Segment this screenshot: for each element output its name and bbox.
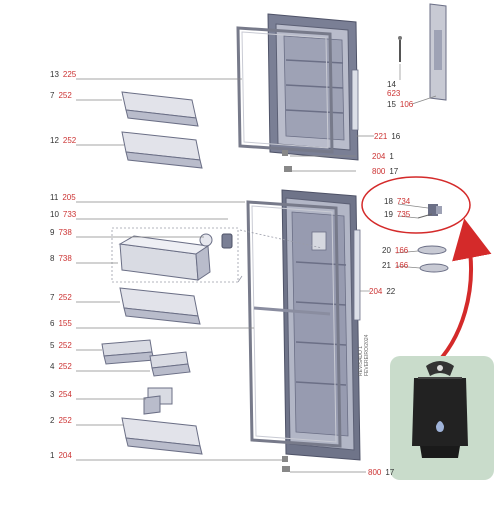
inset-detail: [390, 356, 494, 480]
cap-9: [199, 233, 213, 247]
highlight-arrow: [430, 218, 492, 370]
part-21: [419, 263, 449, 273]
shelf-7-top: [121, 91, 199, 127]
revision-note: REVISADO 1 FEVEREIRO/2024: [358, 334, 370, 376]
screw-14: [398, 36, 402, 62]
bottom-door-gasket: [246, 200, 342, 448]
top-door: [267, 13, 359, 161]
hinge-bracket-15: [429, 3, 447, 101]
tray-5: [101, 339, 155, 365]
leader-lines: [76, 64, 437, 473]
bottom-door: [281, 189, 361, 461]
top-door-gasket: [236, 26, 334, 154]
shelf-7-bottom: [119, 287, 201, 325]
part-20: [417, 245, 447, 255]
bin-8: [118, 235, 211, 281]
highlight-circle: [361, 176, 471, 234]
hinge-pin-top: [282, 150, 292, 172]
hinge-pin-bottom: [282, 456, 290, 472]
dashed-box-8-10: [111, 227, 239, 283]
tray-4: [149, 351, 191, 377]
shelf-2: [121, 417, 203, 455]
rod-6: [253, 306, 331, 316]
shelf-12: [121, 131, 203, 169]
knob-10: [221, 233, 233, 249]
cup-3: [143, 387, 173, 415]
part-18-19: [417, 204, 442, 219]
